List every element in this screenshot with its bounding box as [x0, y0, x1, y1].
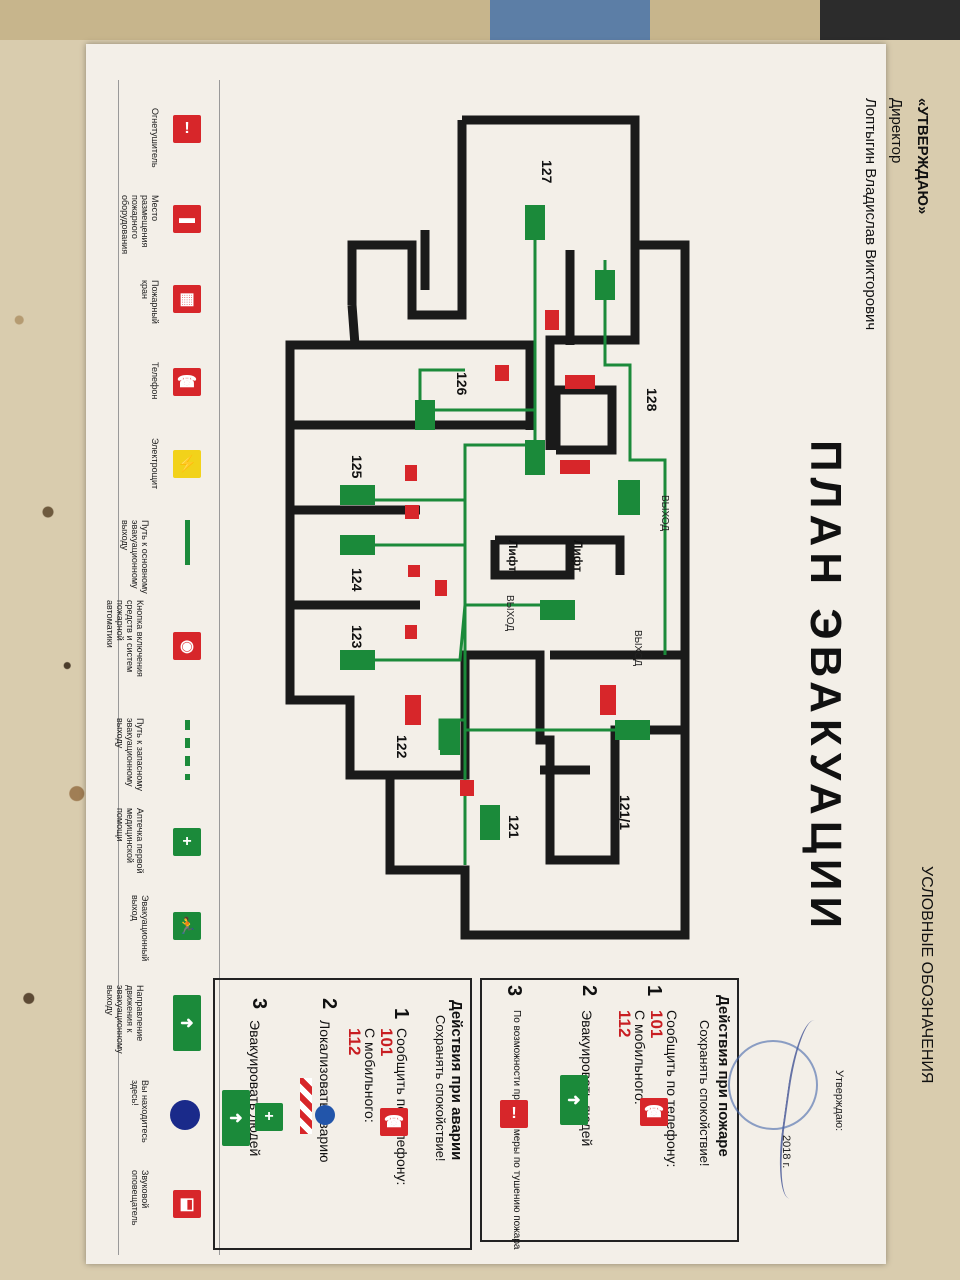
- extinguisher-icon: !: [173, 115, 201, 143]
- electric-panel-icon: ⚡: [173, 450, 201, 478]
- legend-label: Место размещения пожарного оборудования: [120, 195, 160, 255]
- legend-label: Огнетушитель: [150, 108, 160, 168]
- exit-icon: 🏃: [173, 912, 201, 940]
- phone-icon: ☎: [640, 1098, 668, 1126]
- exit-direction-icon: ➜: [173, 995, 201, 1051]
- exit-label: ВЫХОД: [632, 630, 643, 667]
- extinguisher-icon: !: [500, 1100, 528, 1128]
- fire-step-3-text: По возможности принять меры по тушению п…: [511, 1010, 522, 1250]
- room-127: 127: [539, 160, 555, 184]
- floor-plan: [285, 115, 690, 940]
- accident-phone-112: 112: [345, 1028, 364, 1056]
- background-objects: [0, 0, 960, 40]
- accident-step-3: 3: [248, 998, 270, 1010]
- fire-hose-icon: ▦: [173, 285, 201, 313]
- page-title: ПЛАН ЭВАКУАЦИИ: [801, 440, 850, 935]
- room-121-1: 121/1: [617, 795, 633, 831]
- legend-label: Пожарный кран: [140, 280, 160, 324]
- accident-mobile-label: С мобильного:: [362, 1028, 378, 1123]
- phone-icon: ☎: [173, 368, 201, 396]
- accident-subheading: Сохранять спокойствие!: [433, 1015, 448, 1162]
- fire-mobile-label: С мобильного:: [632, 1010, 648, 1105]
- fire-equipment-icon: ▬: [173, 205, 201, 233]
- lift-label: Лифт: [506, 540, 520, 573]
- legend-label: Путь к основному эвакуационному выходу: [120, 520, 150, 594]
- first-aid-icon: +: [255, 1103, 283, 1131]
- alarm-button-icon: ◉: [173, 632, 201, 660]
- you-are-here-icon: [170, 1100, 200, 1130]
- fire-step-1-text: Сообщить по телефону: 101 С мобильного: …: [615, 1010, 680, 1168]
- room-126: 126: [454, 372, 470, 396]
- accident-step-1-label: Сообщить по телефону:: [394, 1028, 410, 1186]
- warning-tape-icon: [300, 1078, 312, 1134]
- legend-column: [118, 80, 220, 1255]
- fire-step-1: 1: [643, 985, 665, 997]
- phone-icon: ☎: [380, 1108, 408, 1136]
- legend-label: Кнопка включения средств и систем пожарн…: [105, 600, 145, 677]
- approval-name: Лоптыгин Владислав Викторович: [862, 98, 879, 331]
- main-route-icon: [185, 520, 190, 565]
- approval-title: «УТВЕРЖДАЮ»: [914, 98, 931, 215]
- legend-label: Путь к запасному эвакуационному выходу: [115, 718, 145, 791]
- exit-direction-icon: ➜: [222, 1090, 250, 1146]
- legend-heading: УСЛОВНЫЕ ОБОЗНАЧЕНИЯ: [918, 866, 935, 1084]
- legend-label: Аптечка первой медицинской помощи: [115, 808, 145, 874]
- accident-step-1-text: Сообщить по телефону: 101 С мобильного: …: [345, 1028, 410, 1186]
- lift-label: Лифт: [571, 540, 585, 573]
- accident-heading: Действия при аварии: [448, 1000, 465, 1161]
- legend-label: Электрощит: [150, 438, 160, 490]
- room-123: 123: [349, 625, 365, 649]
- accident-step-2-text: Локализовать аварию: [317, 1020, 333, 1163]
- signature-approved: Утверждаю:: [833, 1070, 845, 1132]
- accident-step-1: 1: [390, 1008, 412, 1020]
- legend-label: Звуковой оповещатель: [130, 1170, 150, 1226]
- fire-phone-101: 101: [647, 1010, 666, 1039]
- legend-label: Телефон: [150, 362, 160, 400]
- legend-label: Направление движения к эвакуационному вы…: [105, 985, 145, 1054]
- legend-label: Эвакуационный выход: [130, 895, 150, 962]
- accident-step-2: 2: [318, 998, 340, 1010]
- official-stamp: [728, 1040, 818, 1130]
- sounder-icon: ◧: [173, 1190, 201, 1218]
- room-124: 124: [349, 568, 365, 592]
- exit-arrows: [340, 205, 650, 840]
- plan-walls: [285, 115, 690, 940]
- fire-equipment-marks: [405, 310, 616, 796]
- background-dark-object: [820, 0, 960, 40]
- room-121: 121: [506, 815, 522, 839]
- room-122: 122: [394, 735, 410, 759]
- first-aid-icon: +: [173, 828, 201, 856]
- background-picture: [490, 0, 650, 40]
- accident-actions-box: [213, 978, 472, 1250]
- fire-phone-112: 112: [615, 1010, 634, 1038]
- approval-position: Директор: [888, 98, 905, 164]
- room-125: 125: [349, 455, 365, 479]
- exit-label: ВЫХОД: [659, 495, 670, 532]
- exit-direction-icon: ➜: [560, 1075, 588, 1125]
- reserve-route-icon: [185, 720, 190, 780]
- room-128: 128: [644, 388, 660, 412]
- fire-step-3: 3: [503, 985, 525, 997]
- approval-block: «УТВЕРЖДАЮ» Директор Лоптыгин Владислав …: [857, 98, 935, 330]
- fire-subheading: Сохранять спокойствие!: [697, 1020, 712, 1167]
- legend-label: Вы находитесь здесь!: [130, 1080, 150, 1143]
- accident-phone-101: 101: [377, 1028, 396, 1057]
- exit-label: ВЫХОД: [504, 595, 515, 632]
- signature-year: 2018 г.: [780, 1135, 792, 1169]
- fire-step-2: 2: [578, 985, 600, 997]
- helmet-icon: [315, 1105, 335, 1125]
- fire-step-1-label: Сообщить по телефону:: [664, 1010, 680, 1168]
